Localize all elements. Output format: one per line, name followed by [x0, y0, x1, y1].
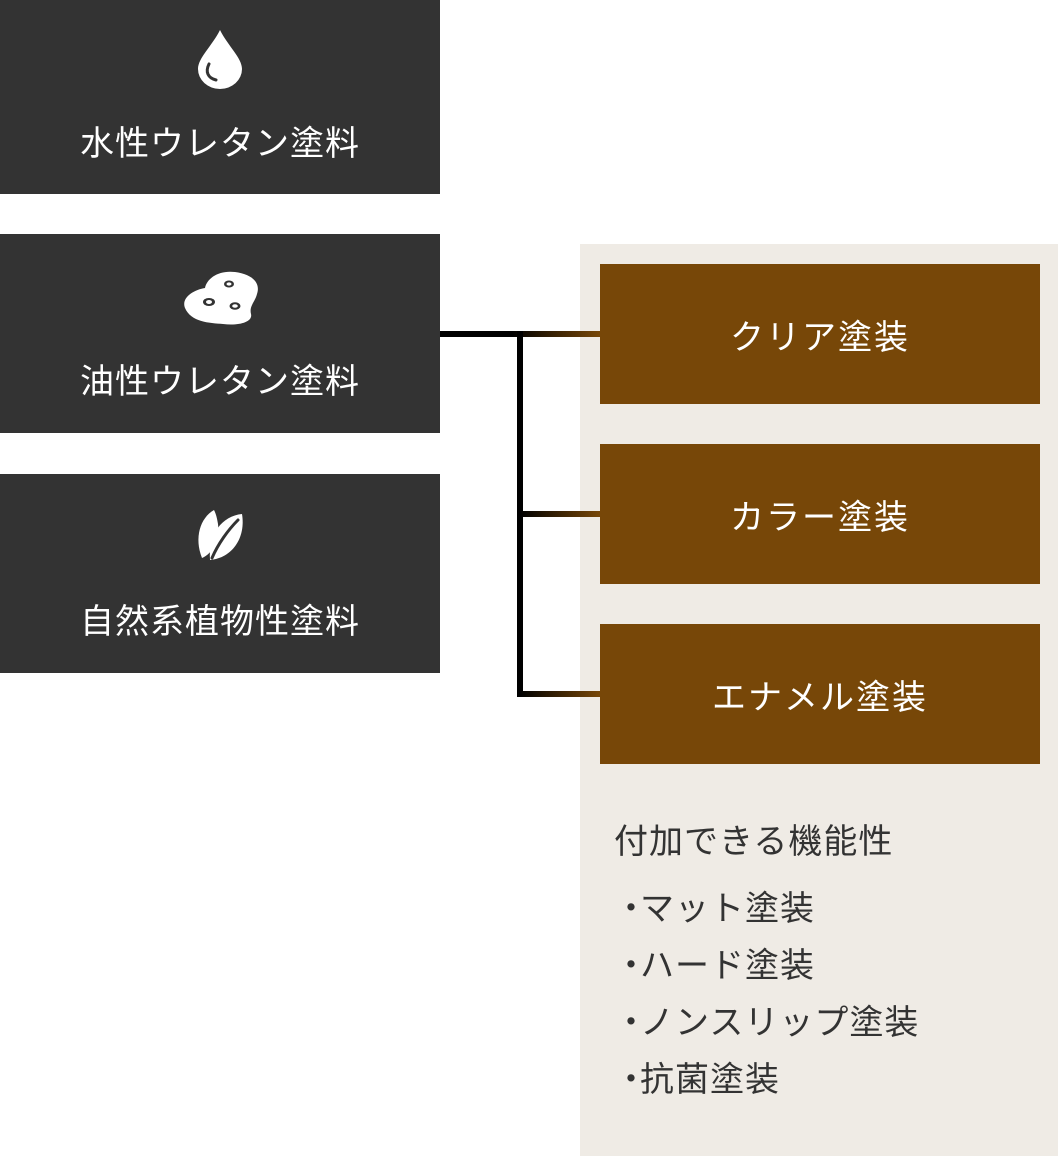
function-label: ノンスリップ塗装 [640, 1003, 920, 1043]
additional-functions: 付加できる機能性 ・マット塗装 ・ハード塗装 ・ノンスリップ塗装 ・抗菌塗装 [614, 814, 919, 1109]
bullet: ・ [614, 946, 649, 986]
paint-type-label: 水性ウレタン塗料 [80, 124, 360, 164]
finish-color: カラー塗装 [600, 444, 1040, 584]
paint-type-label: 油性ウレタン塗料 [80, 362, 360, 402]
leaf-icon [192, 504, 248, 570]
functions-list: ・マット塗装 ・ハード塗装 ・ノンスリップ塗装 ・抗菌塗装 [614, 881, 919, 1109]
finish-clear: クリア塗装 [600, 264, 1040, 404]
bullet: ・ [614, 1060, 649, 1100]
function-label: 抗菌塗装 [640, 1060, 780, 1100]
paint-type-water: 水性ウレタン塗料 [0, 0, 440, 194]
list-item: ・ハード塗装 [614, 938, 919, 995]
paint-type-label: 自然系植物性塗料 [80, 602, 360, 642]
list-item: ・ノンスリップ塗装 [614, 995, 919, 1052]
functions-title: 付加できる機能性 [614, 822, 894, 862]
oil-puddle-icon [179, 268, 261, 330]
water-drop-icon [196, 28, 244, 94]
list-item: ・抗菌塗装 [614, 1052, 919, 1109]
bullet: ・ [614, 1003, 649, 1043]
function-label: マット塗装 [640, 889, 815, 929]
paint-type-oil: 油性ウレタン塗料 [0, 234, 440, 433]
finish-enamel: エナメル塗装 [600, 624, 1040, 764]
list-item: ・マット塗装 [614, 881, 919, 938]
bullet: ・ [614, 889, 649, 929]
function-label: ハード塗装 [640, 946, 815, 986]
paint-type-natural: 自然系植物性塗料 [0, 474, 440, 673]
